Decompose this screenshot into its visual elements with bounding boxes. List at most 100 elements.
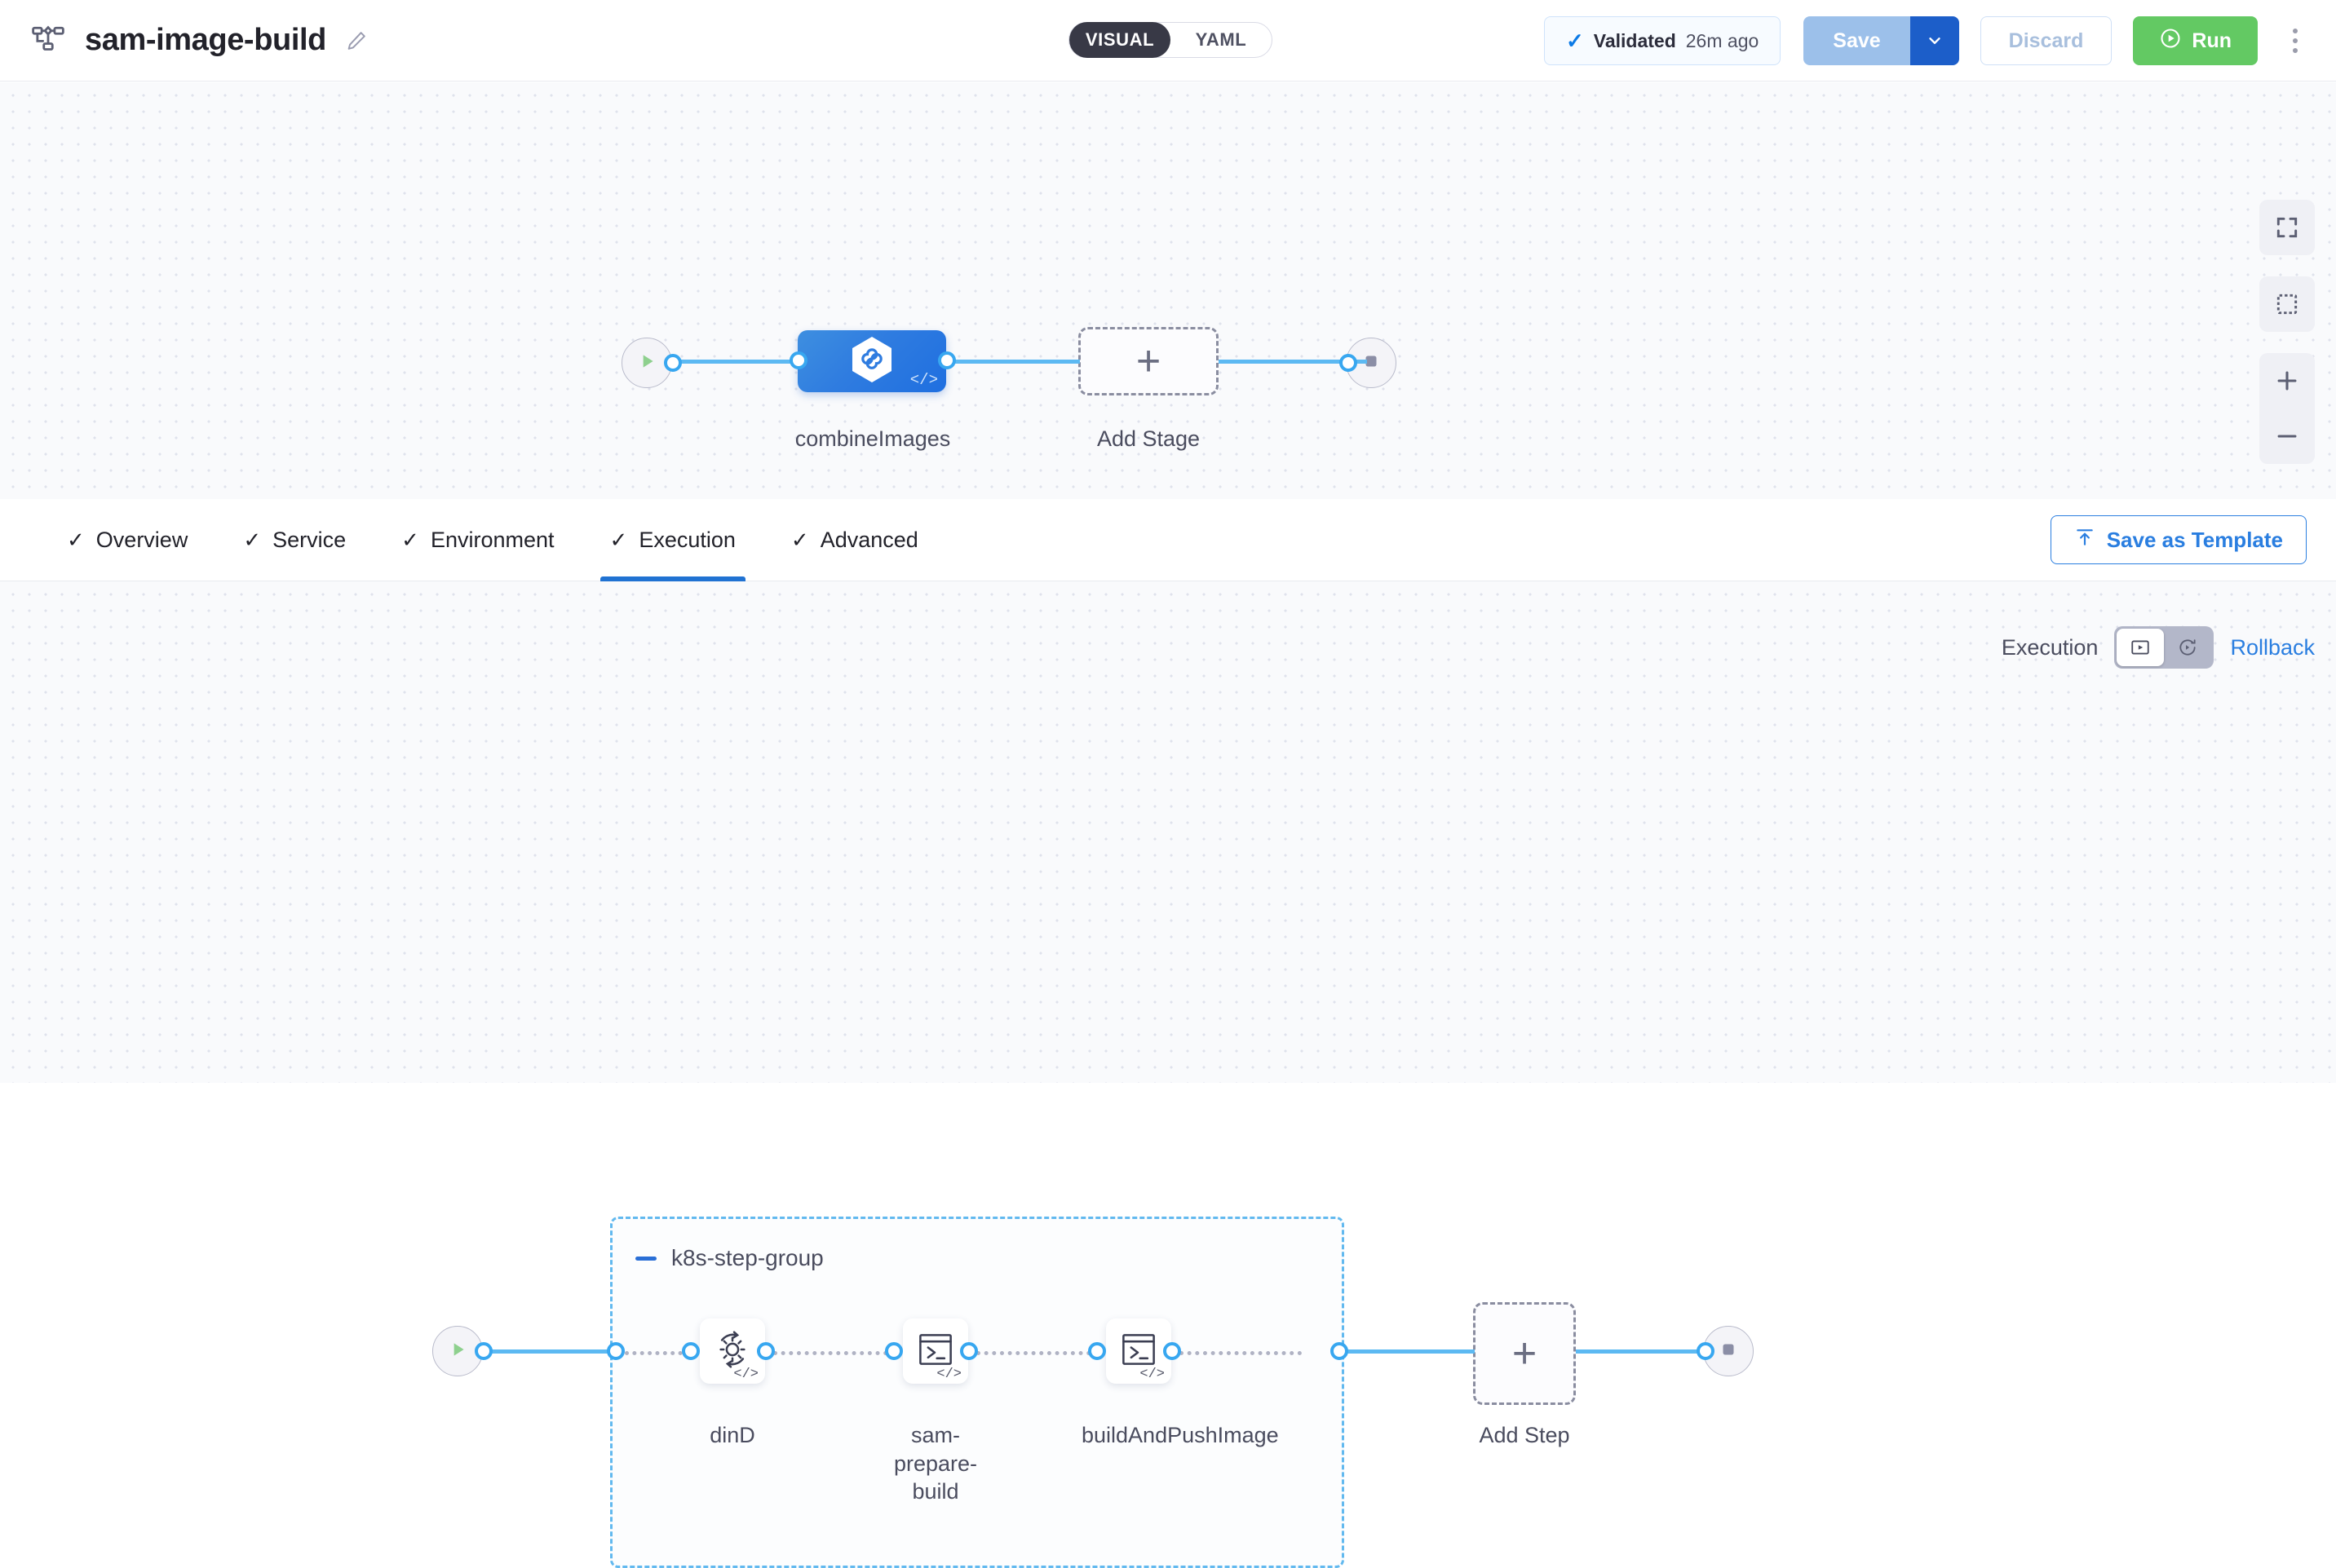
save-button[interactable]: Save bbox=[1803, 16, 1910, 65]
stage-canvas[interactable]: </> combineImages + Add Stage bbox=[0, 82, 2336, 499]
edge-step1-to-step2 bbox=[773, 1351, 896, 1355]
save-as-template-button[interactable]: Save as Template bbox=[2050, 515, 2307, 564]
tab-visual[interactable]: VISUAL bbox=[1069, 22, 1170, 58]
tab-advanced[interactable]: ✓ Advanced bbox=[763, 499, 946, 581]
edge-addstep-to-end bbox=[1576, 1349, 1711, 1354]
stop-icon bbox=[1360, 351, 1382, 376]
tab-service[interactable]: ✓ Service bbox=[215, 499, 374, 581]
step-label-sam-prepare-build: sam-prepare-build bbox=[893, 1423, 978, 1504]
step-code-badge: </> bbox=[733, 1367, 759, 1382]
zoom-in-button[interactable] bbox=[2259, 353, 2315, 409]
stop-icon bbox=[1718, 1339, 1739, 1364]
group-entry-port[interactable] bbox=[607, 1342, 625, 1360]
add-step-label: Add Step bbox=[1479, 1423, 1570, 1447]
execution-end-node bbox=[1697, 1326, 1754, 1376]
execution-rollback-toggle: Execution Rollback bbox=[2002, 626, 2315, 669]
step3-input-port[interactable] bbox=[1088, 1342, 1106, 1360]
exec-segmented-control[interactable] bbox=[2114, 626, 2214, 669]
stage-label: combineImages bbox=[794, 426, 951, 451]
check-icon: ✓ bbox=[67, 528, 85, 552]
pencil-icon[interactable] bbox=[344, 29, 369, 53]
edge-group-to-addstep bbox=[1344, 1349, 1475, 1354]
terminal-icon bbox=[1119, 1332, 1158, 1371]
start-port[interactable] bbox=[475, 1342, 493, 1360]
stage-input-port[interactable] bbox=[790, 351, 807, 369]
step-node-dind[interactable]: </> bbox=[700, 1318, 765, 1384]
save-as-template-label: Save as Template bbox=[2106, 527, 2283, 552]
tab-label: Advanced bbox=[820, 527, 918, 552]
check-icon: ✓ bbox=[243, 528, 262, 552]
run-label: Run bbox=[2192, 29, 2232, 52]
start-circle bbox=[622, 338, 672, 388]
page-title: sam-image-build bbox=[85, 23, 326, 57]
add-stage-label: Add Stage bbox=[1096, 426, 1201, 451]
check-icon: ✓ bbox=[609, 528, 628, 552]
chevron-down-icon[interactable] bbox=[1909, 16, 1959, 65]
rollback-label[interactable]: Rollback bbox=[2230, 634, 2315, 660]
tab-execution[interactable]: ✓ Execution bbox=[582, 499, 763, 581]
tab-environment[interactable]: ✓ Environment bbox=[374, 499, 582, 581]
check-icon: ✓ bbox=[1565, 29, 1584, 53]
rollback-circle-arrow-icon[interactable] bbox=[2164, 629, 2211, 666]
check-icon: ✓ bbox=[790, 528, 809, 552]
step2-input-port[interactable] bbox=[885, 1342, 903, 1360]
canvas-controls bbox=[2259, 200, 2315, 464]
tab-yaml[interactable]: YAML bbox=[1195, 29, 1247, 50]
step-code-badge: </> bbox=[936, 1367, 962, 1382]
stage-tabs-bar: ✓ Overview ✓ Service ✓ Environment ✓ Exe… bbox=[0, 499, 2336, 581]
step-group-title: k8s-step-group bbox=[671, 1245, 824, 1270]
tab-label: Service bbox=[272, 527, 347, 552]
zoom-out-button[interactable] bbox=[2259, 409, 2315, 464]
execution-label: Execution bbox=[2001, 634, 2099, 660]
step-node-sam-prepare-build[interactable]: </> bbox=[903, 1318, 968, 1384]
validated-label: Validated bbox=[1593, 29, 1676, 51]
app-header: sam-image-build VISUAL YAML ✓ Validated … bbox=[0, 0, 2336, 82]
selection-box-button[interactable] bbox=[2259, 276, 2315, 332]
step2-output-port[interactable] bbox=[960, 1342, 978, 1360]
step-code-badge: </> bbox=[1139, 1367, 1165, 1382]
pipeline-start-node bbox=[622, 338, 682, 388]
view-mode-toggle[interactable]: VISUAL YAML bbox=[1068, 22, 1272, 58]
header-left: sam-image-build bbox=[31, 23, 369, 58]
edge-start-to-group bbox=[478, 1349, 617, 1354]
minus-icon[interactable] bbox=[635, 1256, 657, 1261]
discard-button[interactable]: Discard bbox=[1980, 16, 2113, 65]
execution-play-box-icon[interactable] bbox=[2117, 629, 2165, 666]
edge-step3-to-groupexit bbox=[1179, 1351, 1302, 1355]
tab-overview[interactable]: ✓ Overview bbox=[39, 499, 215, 581]
add-step-button[interactable]: + bbox=[1473, 1302, 1576, 1405]
fit-to-screen-button[interactable] bbox=[2259, 200, 2315, 255]
end-port[interactable] bbox=[1697, 1342, 1714, 1360]
edge-stage-to-addstage bbox=[953, 360, 1080, 364]
run-button[interactable]: Run bbox=[2133, 16, 2258, 65]
edge-group-to-step1 bbox=[625, 1351, 690, 1355]
step-label-dind: dinD bbox=[710, 1423, 755, 1447]
step3-output-port[interactable] bbox=[1163, 1342, 1181, 1360]
save-button-group[interactable]: Save bbox=[1803, 16, 1959, 65]
kebab-menu-icon[interactable] bbox=[2279, 16, 2312, 65]
pipeline-end-node bbox=[1339, 338, 1396, 388]
header-actions: ✓ Validated 26m ago Save Discard Run bbox=[1543, 0, 2312, 82]
play-icon bbox=[636, 351, 657, 376]
validated-timestamp: 26m ago bbox=[1685, 29, 1759, 51]
check-icon: ✓ bbox=[401, 528, 419, 552]
play-icon bbox=[447, 1339, 468, 1364]
upload-template-icon bbox=[2074, 527, 2095, 554]
end-port[interactable] bbox=[1339, 354, 1357, 372]
stage-tabs: ✓ Overview ✓ Service ✓ Environment ✓ Exe… bbox=[39, 499, 946, 581]
step1-output-port[interactable] bbox=[757, 1342, 775, 1360]
plus-icon: + bbox=[1511, 1329, 1537, 1377]
pipeline-icon bbox=[31, 24, 65, 58]
group-exit-port[interactable] bbox=[1330, 1342, 1348, 1360]
stage-output-port[interactable] bbox=[938, 351, 956, 369]
execution-canvas[interactable]: Execution Rollback bbox=[0, 581, 2336, 1568]
step-group-k8s[interactable]: k8s-step-group bbox=[610, 1217, 1344, 1568]
stage-node-combineimages[interactable]: </> bbox=[798, 330, 946, 392]
step-node-buildandpushimage[interactable]: </> bbox=[1106, 1318, 1171, 1384]
start-port[interactable] bbox=[664, 354, 682, 372]
harness-hexagon-icon bbox=[849, 335, 895, 388]
step-group-header: k8s-step-group bbox=[635, 1245, 824, 1271]
add-stage-button[interactable]: + bbox=[1078, 327, 1219, 395]
step1-input-port[interactable] bbox=[682, 1342, 700, 1360]
execution-start-node bbox=[432, 1326, 493, 1376]
